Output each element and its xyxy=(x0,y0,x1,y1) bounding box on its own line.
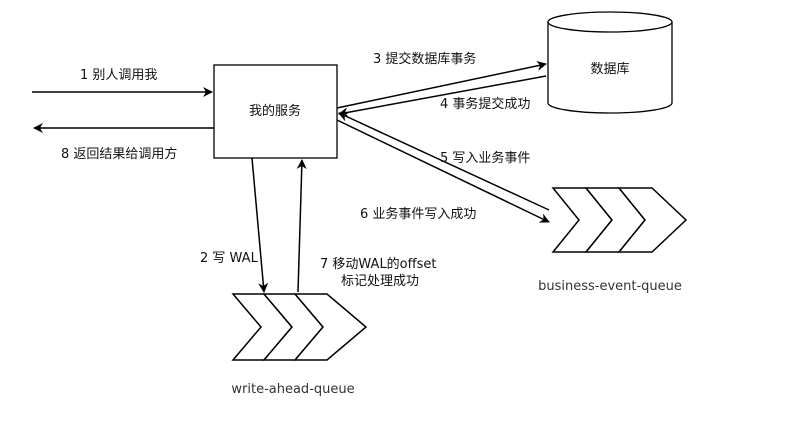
arrow-7-move-offset xyxy=(296,159,307,293)
database-label: 数据库 xyxy=(590,61,629,77)
write-ahead-queue-label: write-ahead-queue xyxy=(231,382,354,397)
business-event-queue-label: business-event-queue xyxy=(538,279,682,294)
edge-label-8: 8 返回结果给调用方 xyxy=(61,146,177,162)
arrow-3-commit-db xyxy=(336,60,547,109)
edge-label-7-line1: 7 移动WAL的offset xyxy=(320,256,436,272)
write-ahead-queue-icon xyxy=(231,293,368,361)
arrow-5-write-event xyxy=(336,119,550,223)
arrow-6-event-success xyxy=(338,112,550,211)
edge-label-6: 6 业务事件写入成功 xyxy=(360,206,476,222)
edge-label-2: 2 写 WAL xyxy=(200,251,259,266)
arrow-4-commit-success xyxy=(338,75,547,118)
business-event-queue-icon xyxy=(551,187,688,253)
service-node: 我的服务 xyxy=(213,64,338,159)
edge-label-7-line2: 标记处理成功 xyxy=(341,274,419,289)
service-label: 我的服务 xyxy=(249,103,301,119)
edge-label-1: 1 别人调用我 xyxy=(80,68,157,83)
arrow-2-write-wal xyxy=(251,157,269,293)
edge-label-4: 4 事务提交成功 xyxy=(440,96,530,112)
edge-label-3: 3 提交数据库事务 xyxy=(373,51,476,67)
database-node: 数据库 xyxy=(547,11,673,114)
edge-label-5: 5 写入业务事件 xyxy=(440,150,530,166)
